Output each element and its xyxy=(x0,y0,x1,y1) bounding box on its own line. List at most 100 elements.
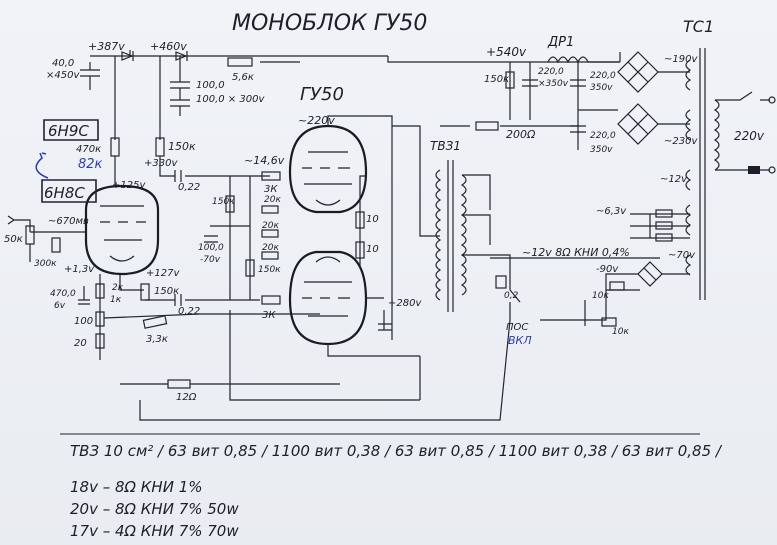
measurement-line-3: 17v – 4Ω КНИ 7% 70w xyxy=(70,522,239,540)
resistor-150k-d-label: 150к xyxy=(258,265,281,275)
resistor-150k-c-label: 150к xyxy=(212,197,235,207)
cap-220-d: 350v xyxy=(590,83,613,93)
tube-gu50-label: ГУ50 xyxy=(300,84,344,105)
resistor-3k-b xyxy=(261,295,281,305)
resistor-12-ohm-label: 12Ω xyxy=(176,392,197,403)
voltage-280: +280v xyxy=(388,298,422,309)
resistor-1k xyxy=(95,283,105,299)
winding-notes: ТВЗ 10 см² / 63 вит 0,85 / 1100 вит 0,38… xyxy=(0,432,777,545)
diode-387 xyxy=(121,51,134,61)
transformer-tc1-core xyxy=(699,48,706,300)
cap-100x-label: 100,0 × 300v xyxy=(196,94,265,105)
resistor-10k-b: 10к xyxy=(612,327,629,337)
tube-6n8s xyxy=(84,184,160,276)
annotation-arrow xyxy=(35,152,49,179)
mains-voltage: 220v xyxy=(734,129,765,143)
cap-220-e: 220,0 xyxy=(590,131,616,141)
cap-40-label: 40,0 xyxy=(52,58,74,69)
bias-rectifier xyxy=(637,261,663,287)
voltage-14-6: ~14,6v xyxy=(244,154,285,167)
voltage-125: +125v xyxy=(112,180,146,191)
cap-100-70-b: -70v xyxy=(200,255,221,265)
voltage-460: +460v xyxy=(150,40,187,53)
resistor-200-label: 200Ω xyxy=(506,128,536,141)
cap-100-label: 100,0 xyxy=(196,80,225,91)
transformer-winding-note: ТВЗ 10 см² / 63 вит 0,85 / 1100 вит 0,38… xyxy=(70,442,721,460)
resistor-20-label: 20 xyxy=(74,338,87,349)
cap-220-a: 220,0 xyxy=(538,67,564,77)
resistor-150k-psu-label: 150к xyxy=(484,74,509,85)
resistor-150k-psu xyxy=(505,71,515,89)
resistor-470k: 470к xyxy=(76,144,101,155)
resistor-82k: 82к xyxy=(78,157,103,172)
tube-gu50-lower xyxy=(288,250,368,346)
voltage-670mv: ~670мв xyxy=(48,216,89,227)
label-tc1: ТС1 xyxy=(683,17,714,36)
cap-470-label: 470,0 xyxy=(50,289,76,299)
resistor-3k-b-label: 3К xyxy=(262,310,276,321)
resistor-3-3k xyxy=(142,315,168,329)
resistor-10-b-label: 10 xyxy=(366,244,379,255)
bridge-rectifier-mid xyxy=(617,103,659,145)
cap-022-b xyxy=(174,294,182,306)
resistor-300k-label: 300к xyxy=(34,259,57,269)
switch-pos: ПОС xyxy=(506,322,528,333)
volume-pot-50k xyxy=(25,225,35,245)
resistor-150k-b-label: 150к xyxy=(154,286,179,297)
resistor-3k-a-label: 3К xyxy=(264,184,278,195)
voltage-12: ~12v xyxy=(660,174,688,185)
tube-gu50-upper xyxy=(288,124,368,214)
resistor-200 xyxy=(475,121,499,131)
voltage-127: +127v xyxy=(146,268,180,279)
resistor-20 xyxy=(95,333,105,349)
resistor-150k-a-label: 150к xyxy=(168,140,196,153)
voltage-190: ~190v xyxy=(664,54,698,65)
voltage-540: +540v xyxy=(486,45,527,59)
voltage-70: ~70v xyxy=(668,250,696,261)
cap-0-2: 0,2 xyxy=(504,291,519,301)
voltage-220-anode: ~220v xyxy=(298,114,335,127)
cap-470-voltage: 6v xyxy=(54,301,66,311)
cap-100-70-a: 100,0 xyxy=(198,243,224,253)
resistor-12-ohm xyxy=(167,379,191,389)
resistor-anode-c xyxy=(140,283,150,301)
resistor-2k-label: 2к xyxy=(112,283,124,293)
output-spec: ~12v 8Ω КНИ 0,4% xyxy=(522,246,630,259)
transformer-primary xyxy=(713,99,720,171)
cap-220-b: ×350v xyxy=(538,79,569,89)
output-transformer-core xyxy=(447,160,454,312)
resistor-3-3k-label: 3,3к xyxy=(146,334,168,345)
label-dr1: ДР1 xyxy=(547,35,574,50)
resistor-300k xyxy=(51,237,61,253)
resistor-5-6k-label: 5,6к xyxy=(232,72,254,83)
voltage-387: +387v xyxy=(88,40,125,53)
schematic-title: МОНОБЛОК ГУ50 xyxy=(232,11,427,36)
resistor-5-6k xyxy=(227,57,253,67)
resistor-20k-a-label: 20к xyxy=(264,195,281,205)
diode-460 xyxy=(175,51,188,61)
voltage-1-3: +1,3v xyxy=(64,264,95,275)
cap-022-a xyxy=(174,170,182,182)
cap-022-a-label: 0,22 xyxy=(178,182,200,193)
resistor-1k-label: 1к xyxy=(110,295,122,305)
switch-vkl: ВКЛ xyxy=(508,334,532,347)
resistor-anode-a xyxy=(110,137,120,157)
tube-6n8s-label: 6Н8С xyxy=(44,184,85,202)
output-primary xyxy=(435,169,442,301)
tube-6n9s-box xyxy=(43,119,99,141)
resistor-20k-b-label: 20к xyxy=(262,221,279,231)
fuse xyxy=(748,166,760,174)
resistor-100 xyxy=(95,311,105,327)
cap-40-voltage: ×450v xyxy=(46,70,80,81)
tube-6n9s-label: 6Н9С xyxy=(48,122,89,140)
output-secondary xyxy=(460,174,467,296)
resistor-20k-c-label: 20к xyxy=(262,243,279,253)
voltage-6-3: ~6,3v xyxy=(596,206,627,217)
cap-220-f: 350v xyxy=(590,145,613,155)
bridge-rectifier-top xyxy=(617,51,659,93)
voltage-minus-90: -90v xyxy=(596,264,619,275)
resistor-10-a-label: 10 xyxy=(366,214,379,225)
cap-022-b-label: 0,22 xyxy=(178,306,200,317)
